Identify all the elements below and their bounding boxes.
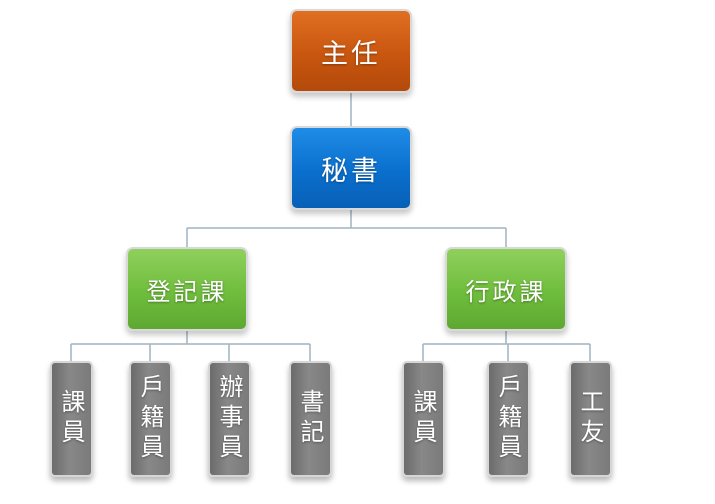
- unit-label: 戶籍員: [136, 374, 164, 464]
- unit-box-registration-secretary: 書記: [289, 361, 332, 477]
- unit-label: 課員: [57, 389, 85, 449]
- unit-box-admin-janitor: 工友: [569, 361, 612, 477]
- administration-department-label: 行政課: [465, 277, 547, 306]
- unit-label: 戶籍員: [494, 374, 522, 464]
- administration-department-box: 行政課: [445, 247, 567, 331]
- director-box: 主任: [290, 9, 412, 93]
- unit-box-registration-staff: 辦事員: [208, 361, 251, 477]
- unit-label: 課員: [409, 389, 437, 449]
- registration-department-box: 登記課: [126, 247, 248, 331]
- registration-department-label: 登記課: [146, 277, 228, 306]
- unit-label: 辦事員: [215, 374, 243, 464]
- secretary-label: 秘書: [321, 155, 381, 187]
- director-label: 主任: [321, 38, 381, 70]
- unit-box-registration-household-officer: 戶籍員: [129, 361, 172, 477]
- secretary-box: 秘書: [290, 126, 412, 210]
- unit-box-registration-clerk: 課員: [50, 361, 93, 477]
- unit-label: 書記: [296, 389, 324, 449]
- unit-box-admin-clerk: 課員: [402, 361, 445, 477]
- unit-label: 工友: [576, 389, 604, 449]
- unit-box-admin-household-officer: 戶籍員: [487, 361, 530, 477]
